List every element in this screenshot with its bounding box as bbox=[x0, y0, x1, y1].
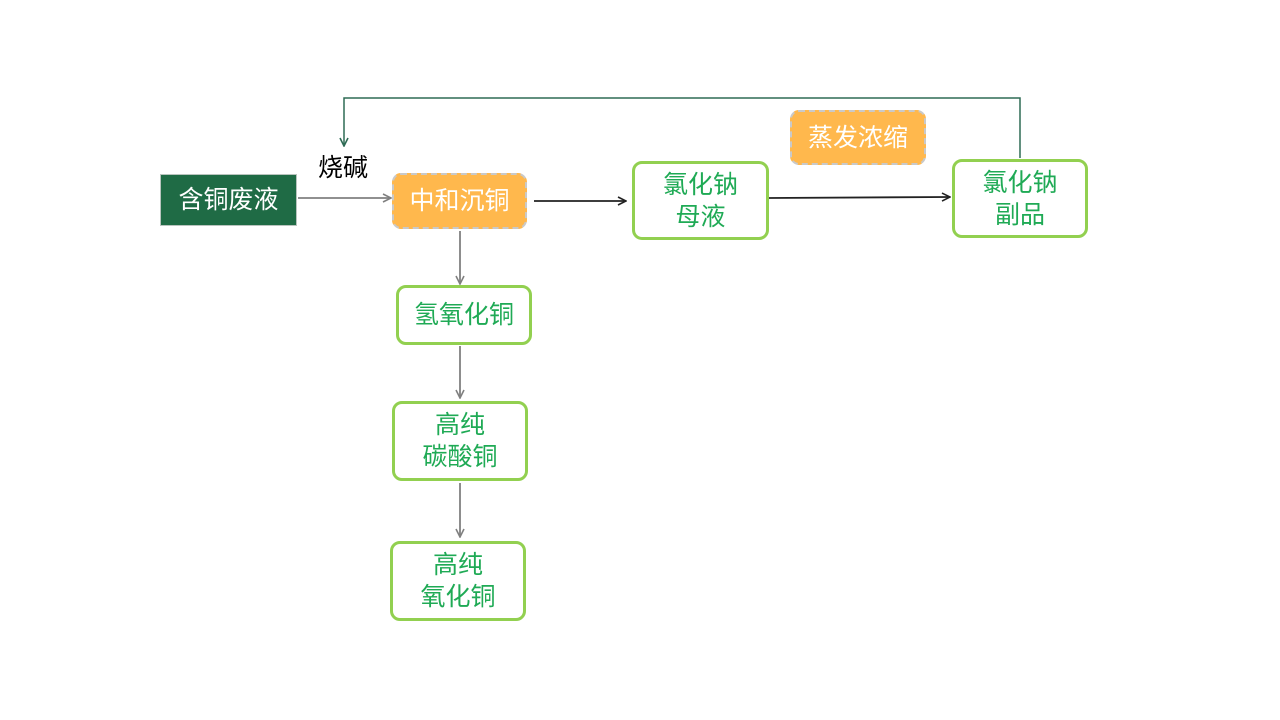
node-copper-oxide: 高纯 氧化铜 bbox=[390, 541, 526, 621]
node-nacl-byproduct: 氯化钠 副品 bbox=[952, 159, 1088, 238]
node-copper-carbonate: 高纯 碳酸铜 bbox=[392, 401, 528, 481]
arrow-byproduct-feedback bbox=[344, 97, 1021, 158]
node-copper-hydroxide: 氢氧化铜 bbox=[396, 285, 532, 345]
node-nacl-mother-liquor: 氯化钠 母液 bbox=[632, 161, 769, 240]
node-waste-liquid: 含铜废液 bbox=[160, 174, 297, 226]
label-caustic-soda: 烧碱 bbox=[318, 153, 369, 182]
arrow-mother-to-byproduct bbox=[768, 197, 950, 198]
node-neutralize: 中和沉铜 bbox=[392, 173, 527, 229]
node-evaporate: 蒸发浓缩 bbox=[790, 110, 926, 165]
